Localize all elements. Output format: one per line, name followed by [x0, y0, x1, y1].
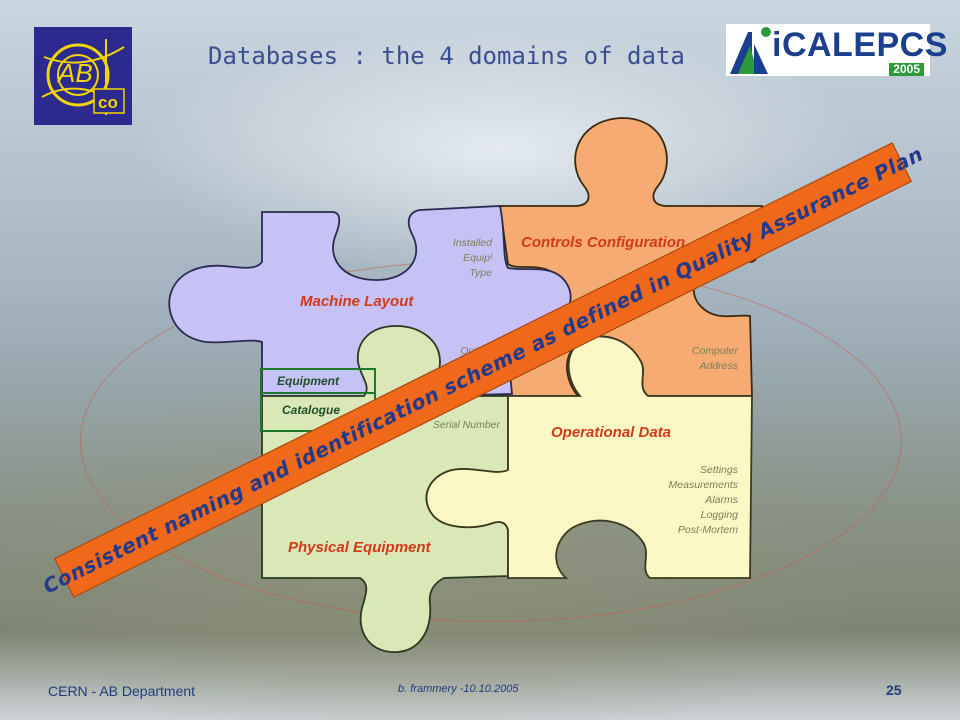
slide-title: Databases : the 4 domains of data: [208, 42, 685, 70]
operational-items-list: Settings Measurements Alarms Logging Pos…: [640, 463, 738, 538]
equipment-catalogue-divider: [262, 392, 374, 394]
icalepcs-logo: iCALEPCS 2005: [726, 24, 947, 76]
controls-configuration-label: Controls Configuration: [521, 234, 686, 251]
icalepcs-mountain-icon: [730, 27, 771, 74]
equipment-catalogue-box: Equipment Catalogue: [260, 368, 376, 432]
list-item: Measurements: [668, 479, 738, 491]
co-logo-text: co: [98, 93, 118, 112]
footer-department: CERN - AB Department: [48, 683, 196, 699]
footer-author-date: b. frammery -10.10.2005: [398, 683, 519, 695]
ab-logo-text: AB: [56, 58, 93, 88]
catalogue-label: Catalogue: [282, 403, 341, 417]
icalepcs-logo-year: 2005: [889, 63, 924, 76]
list-item: Alarms: [705, 494, 738, 506]
list-item: Logging: [700, 509, 738, 521]
list-item: Settings: [700, 464, 738, 476]
machine-layout-label: Machine Layout: [300, 293, 414, 310]
physical-equipment-label: Physical Equipment: [288, 539, 431, 556]
icalepcs-logo-text: iCALEPCS: [772, 26, 948, 64]
serial-number-label: Serial Number: [432, 419, 500, 431]
computer-address-label: Computer Address: [691, 345, 738, 372]
operational-data-label: Operational Data: [551, 424, 672, 441]
equipment-label: Equipment: [277, 374, 339, 388]
list-item: Post-Mortem: [677, 524, 738, 536]
installed-equip-type-label: Installed Equipᵗ Type: [452, 237, 492, 279]
operational-data-piece: [425, 335, 753, 579]
ab-co-logo: AB co: [34, 27, 132, 125]
page-number: 25: [886, 682, 902, 698]
